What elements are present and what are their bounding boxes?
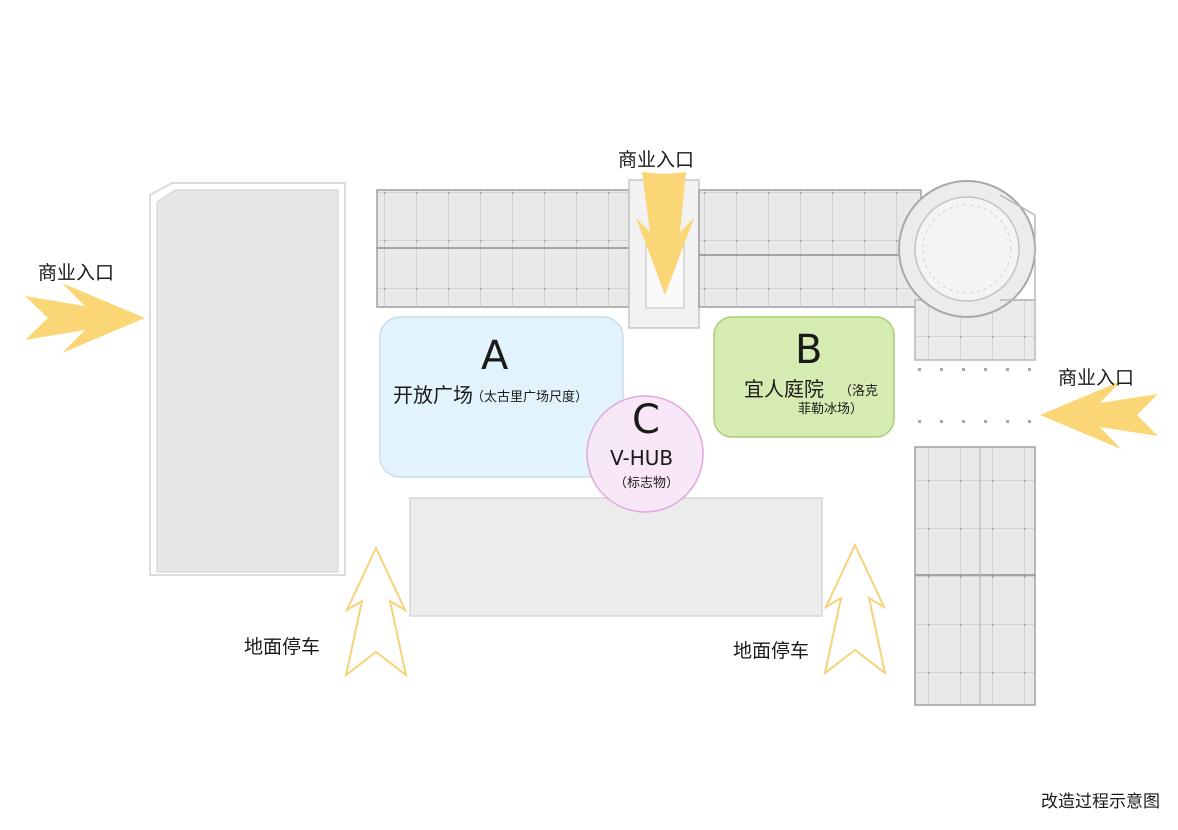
- zone-a-name: 开放广场: [393, 383, 473, 407]
- parking-label-right: 地面停车: [733, 640, 810, 662]
- zone-c-area: [586, 395, 704, 513]
- bottom-building: [409, 497, 823, 617]
- zone-b-letter: B: [795, 327, 823, 373]
- entrance-label-right: 商业入口: [1058, 367, 1135, 389]
- zone-c-note: （标志物）: [614, 476, 680, 491]
- zone-b-name: 宜人庭院: [744, 377, 824, 401]
- zone-b-note-line1: （洛克: [839, 384, 879, 399]
- parking-label-left: 地面停车: [244, 636, 321, 658]
- left-building: [149, 182, 346, 576]
- entrance-label-top: 商业入口: [618, 149, 695, 171]
- parking-arrow-left: [344, 545, 408, 678]
- entrance-arrow-left: [25, 283, 145, 353]
- entrance-arrow-top: [636, 172, 694, 295]
- entrance-label-left: 商业入口: [38, 262, 115, 284]
- diagram-caption: 改造过程示意图: [1041, 792, 1160, 812]
- top-left-building: [376, 189, 630, 308]
- zone-c-name: V-HUB: [610, 446, 674, 470]
- top-right-building: [698, 189, 922, 308]
- zone-c-letter: C: [632, 397, 660, 443]
- rotunda: [898, 180, 1036, 361]
- parking-arrow-right: [823, 542, 887, 676]
- zone-b-area: [713, 316, 895, 438]
- zone-a-note: （太古里广场尺度）: [471, 390, 589, 405]
- zone-b-note-line2: 菲勒冰场）: [798, 402, 864, 417]
- zone-a-area: [379, 316, 624, 478]
- right-walkway: [918, 368, 1031, 423]
- zone-a-letter: A: [481, 333, 509, 379]
- entrance-arrow-right: [1040, 381, 1158, 449]
- right-building: [914, 446, 1036, 706]
